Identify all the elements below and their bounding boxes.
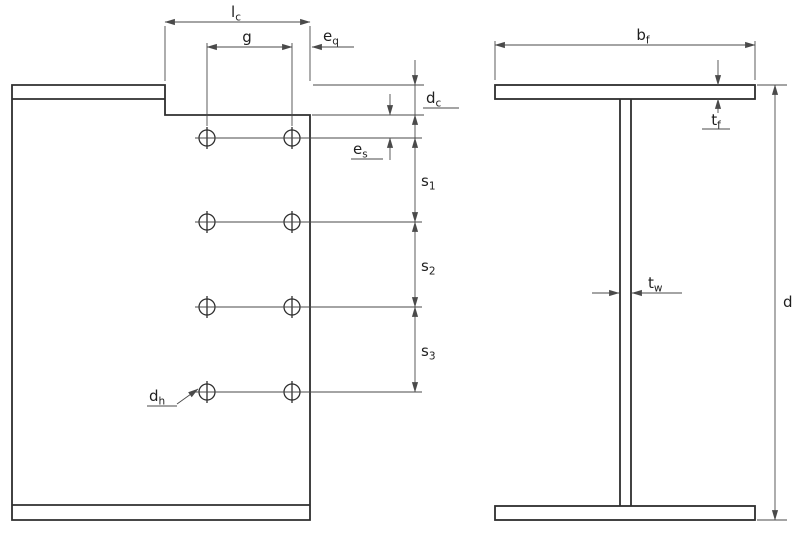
label-tw: tw: [648, 274, 663, 295]
label-eq: eq: [323, 27, 339, 48]
bolt-group: [198, 126, 301, 404]
dh-leader-line: [176, 388, 199, 405]
i-section-outline: [494, 84, 756, 521]
label-tf: tf: [711, 111, 721, 132]
label-bf: bf: [636, 26, 650, 47]
label-s3: s3: [421, 342, 436, 363]
label-s2: s2: [421, 257, 436, 278]
beam-web-outline: [11, 84, 311, 521]
label-dh: dh: [149, 387, 165, 408]
right-labels: bf tf tw d: [636, 26, 792, 311]
top-flange: [494, 84, 756, 100]
left-dimension-lines: [147, 18, 459, 407]
left-labels: lc g eq dc es s1 s2 s3 dh: [149, 3, 442, 408]
label-d: d: [783, 293, 793, 311]
right-dimension-lines: [494, 41, 787, 521]
label-es: es: [353, 140, 368, 161]
label-dc: dc: [426, 89, 442, 110]
label-lc: lc: [231, 3, 241, 24]
label-s1: s1: [421, 172, 436, 193]
coped-beam-outline: [11, 84, 311, 521]
bottom-flange: [494, 505, 756, 521]
label-g: g: [242, 28, 252, 46]
